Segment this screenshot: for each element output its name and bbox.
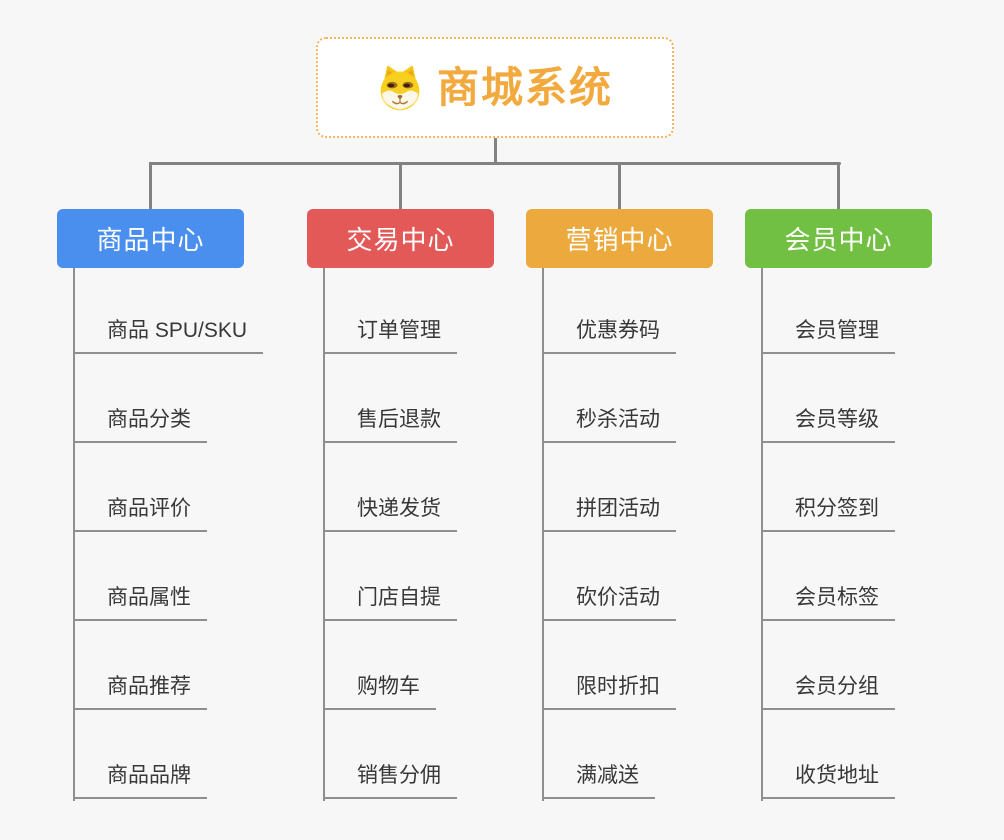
branch-node-trade-center[interactable]: 交易中心 <box>307 209 494 268</box>
branch-marketing-center: 营销中心 优惠券码 秒杀活动 拼团活动 砍价活动 限时折扣 满减送 <box>526 209 756 840</box>
leaf-node[interactable]: 砍价活动 <box>542 583 676 621</box>
branch-drop-line <box>618 162 621 210</box>
leaf-node[interactable]: 会员标签 <box>761 583 895 621</box>
leaf-node[interactable]: 优惠券码 <box>542 316 676 354</box>
branch-trunk-line <box>73 268 75 801</box>
branch-node-member-center[interactable]: 会员中心 <box>745 209 932 268</box>
leaf-node[interactable]: 秒杀活动 <box>542 405 676 443</box>
branch-drop-line <box>149 162 152 210</box>
leaf-node[interactable]: 拼团活动 <box>542 494 676 532</box>
leaf-node[interactable]: 会员等级 <box>761 405 895 443</box>
root-node[interactable]: 商城系统 <box>316 37 674 138</box>
branch-label: 营销中心 <box>565 225 674 255</box>
leaf-node[interactable]: 商品品牌 <box>73 761 207 799</box>
root-stem-line <box>494 138 497 164</box>
branch-trade-center: 交易中心 订单管理 售后退款 快递发货 门店自提 购物车 销售分佣 <box>307 209 537 840</box>
leaf-node[interactable]: 快递发货 <box>323 494 457 532</box>
shiba-dog-icon <box>377 63 423 113</box>
leaf-node[interactable]: 商品 SPU/SKU <box>73 316 264 354</box>
branch-label: 交易中心 <box>346 225 455 255</box>
leaf-node[interactable]: 订单管理 <box>323 316 457 354</box>
leaf-node[interactable]: 会员分组 <box>761 672 895 710</box>
branch-trunk-line <box>323 268 325 801</box>
branch-label: 商品中心 <box>96 225 205 255</box>
leaf-node[interactable]: 商品评价 <box>73 494 207 532</box>
leaf-node[interactable]: 商品推荐 <box>73 672 207 710</box>
leaf-node[interactable]: 商品分类 <box>73 405 207 443</box>
branch-label: 会员中心 <box>784 225 893 255</box>
branches-horizontal-line <box>149 162 841 165</box>
branch-trunk-line <box>761 268 763 801</box>
leaf-node[interactable]: 会员管理 <box>761 316 895 354</box>
leaf-node[interactable]: 门店自提 <box>323 583 457 621</box>
branch-node-product-center[interactable]: 商品中心 <box>57 209 244 268</box>
branch-node-marketing-center[interactable]: 营销中心 <box>526 209 713 268</box>
branch-drop-line <box>837 162 840 210</box>
branch-drop-line <box>399 162 402 210</box>
root-title: 商城系统 <box>436 63 613 111</box>
leaf-node[interactable]: 销售分佣 <box>323 761 457 799</box>
leaf-node[interactable]: 售后退款 <box>323 405 457 443</box>
branch-trunk-line <box>542 268 544 801</box>
leaf-node[interactable]: 购物车 <box>323 672 436 710</box>
leaf-node[interactable]: 商品属性 <box>73 583 207 621</box>
branch-member-center: 会员中心 会员管理 会员等级 积分签到 会员标签 会员分组 收货地址 <box>745 209 975 840</box>
branch-product-center: 商品中心 商品 SPU/SKU 商品分类 商品评价 商品属性 商品推荐 商品品牌 <box>57 209 287 840</box>
leaf-node[interactable]: 收货地址 <box>761 761 895 799</box>
leaf-node[interactable]: 限时折扣 <box>542 672 676 710</box>
leaf-node[interactable]: 满减送 <box>542 761 655 799</box>
leaf-node[interactable]: 积分签到 <box>761 494 895 532</box>
